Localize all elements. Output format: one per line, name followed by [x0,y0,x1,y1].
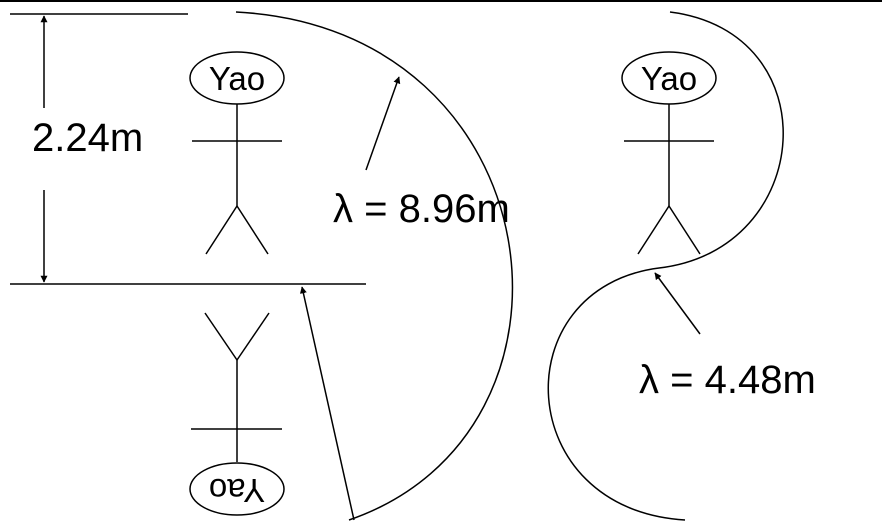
arrow-to-ground [299,286,355,521]
height-label: 2.24m [32,116,143,160]
wavelength-short-label: λ = 4.48m [639,358,816,402]
stick-figure-upright-left: Yao [189,51,285,255]
arrow-to-curve [654,272,701,335]
arrow-to-arc [365,76,401,171]
figure-name-label: Yao [641,60,697,97]
half-wavelength-arc [235,11,514,521]
figure-name-label: Yao [209,60,265,97]
name-oval [189,462,285,516]
stick-figure-inverted-left: Yao [189,312,285,516]
figure-name-label-inverted: Yao [209,472,265,509]
stick-figure-upright-right: Yao [621,51,717,255]
height-dimension: 2.24m [10,13,188,283]
wavelength-long-label: λ = 8.96m [333,187,510,231]
full-wavelength-curve [547,11,784,521]
